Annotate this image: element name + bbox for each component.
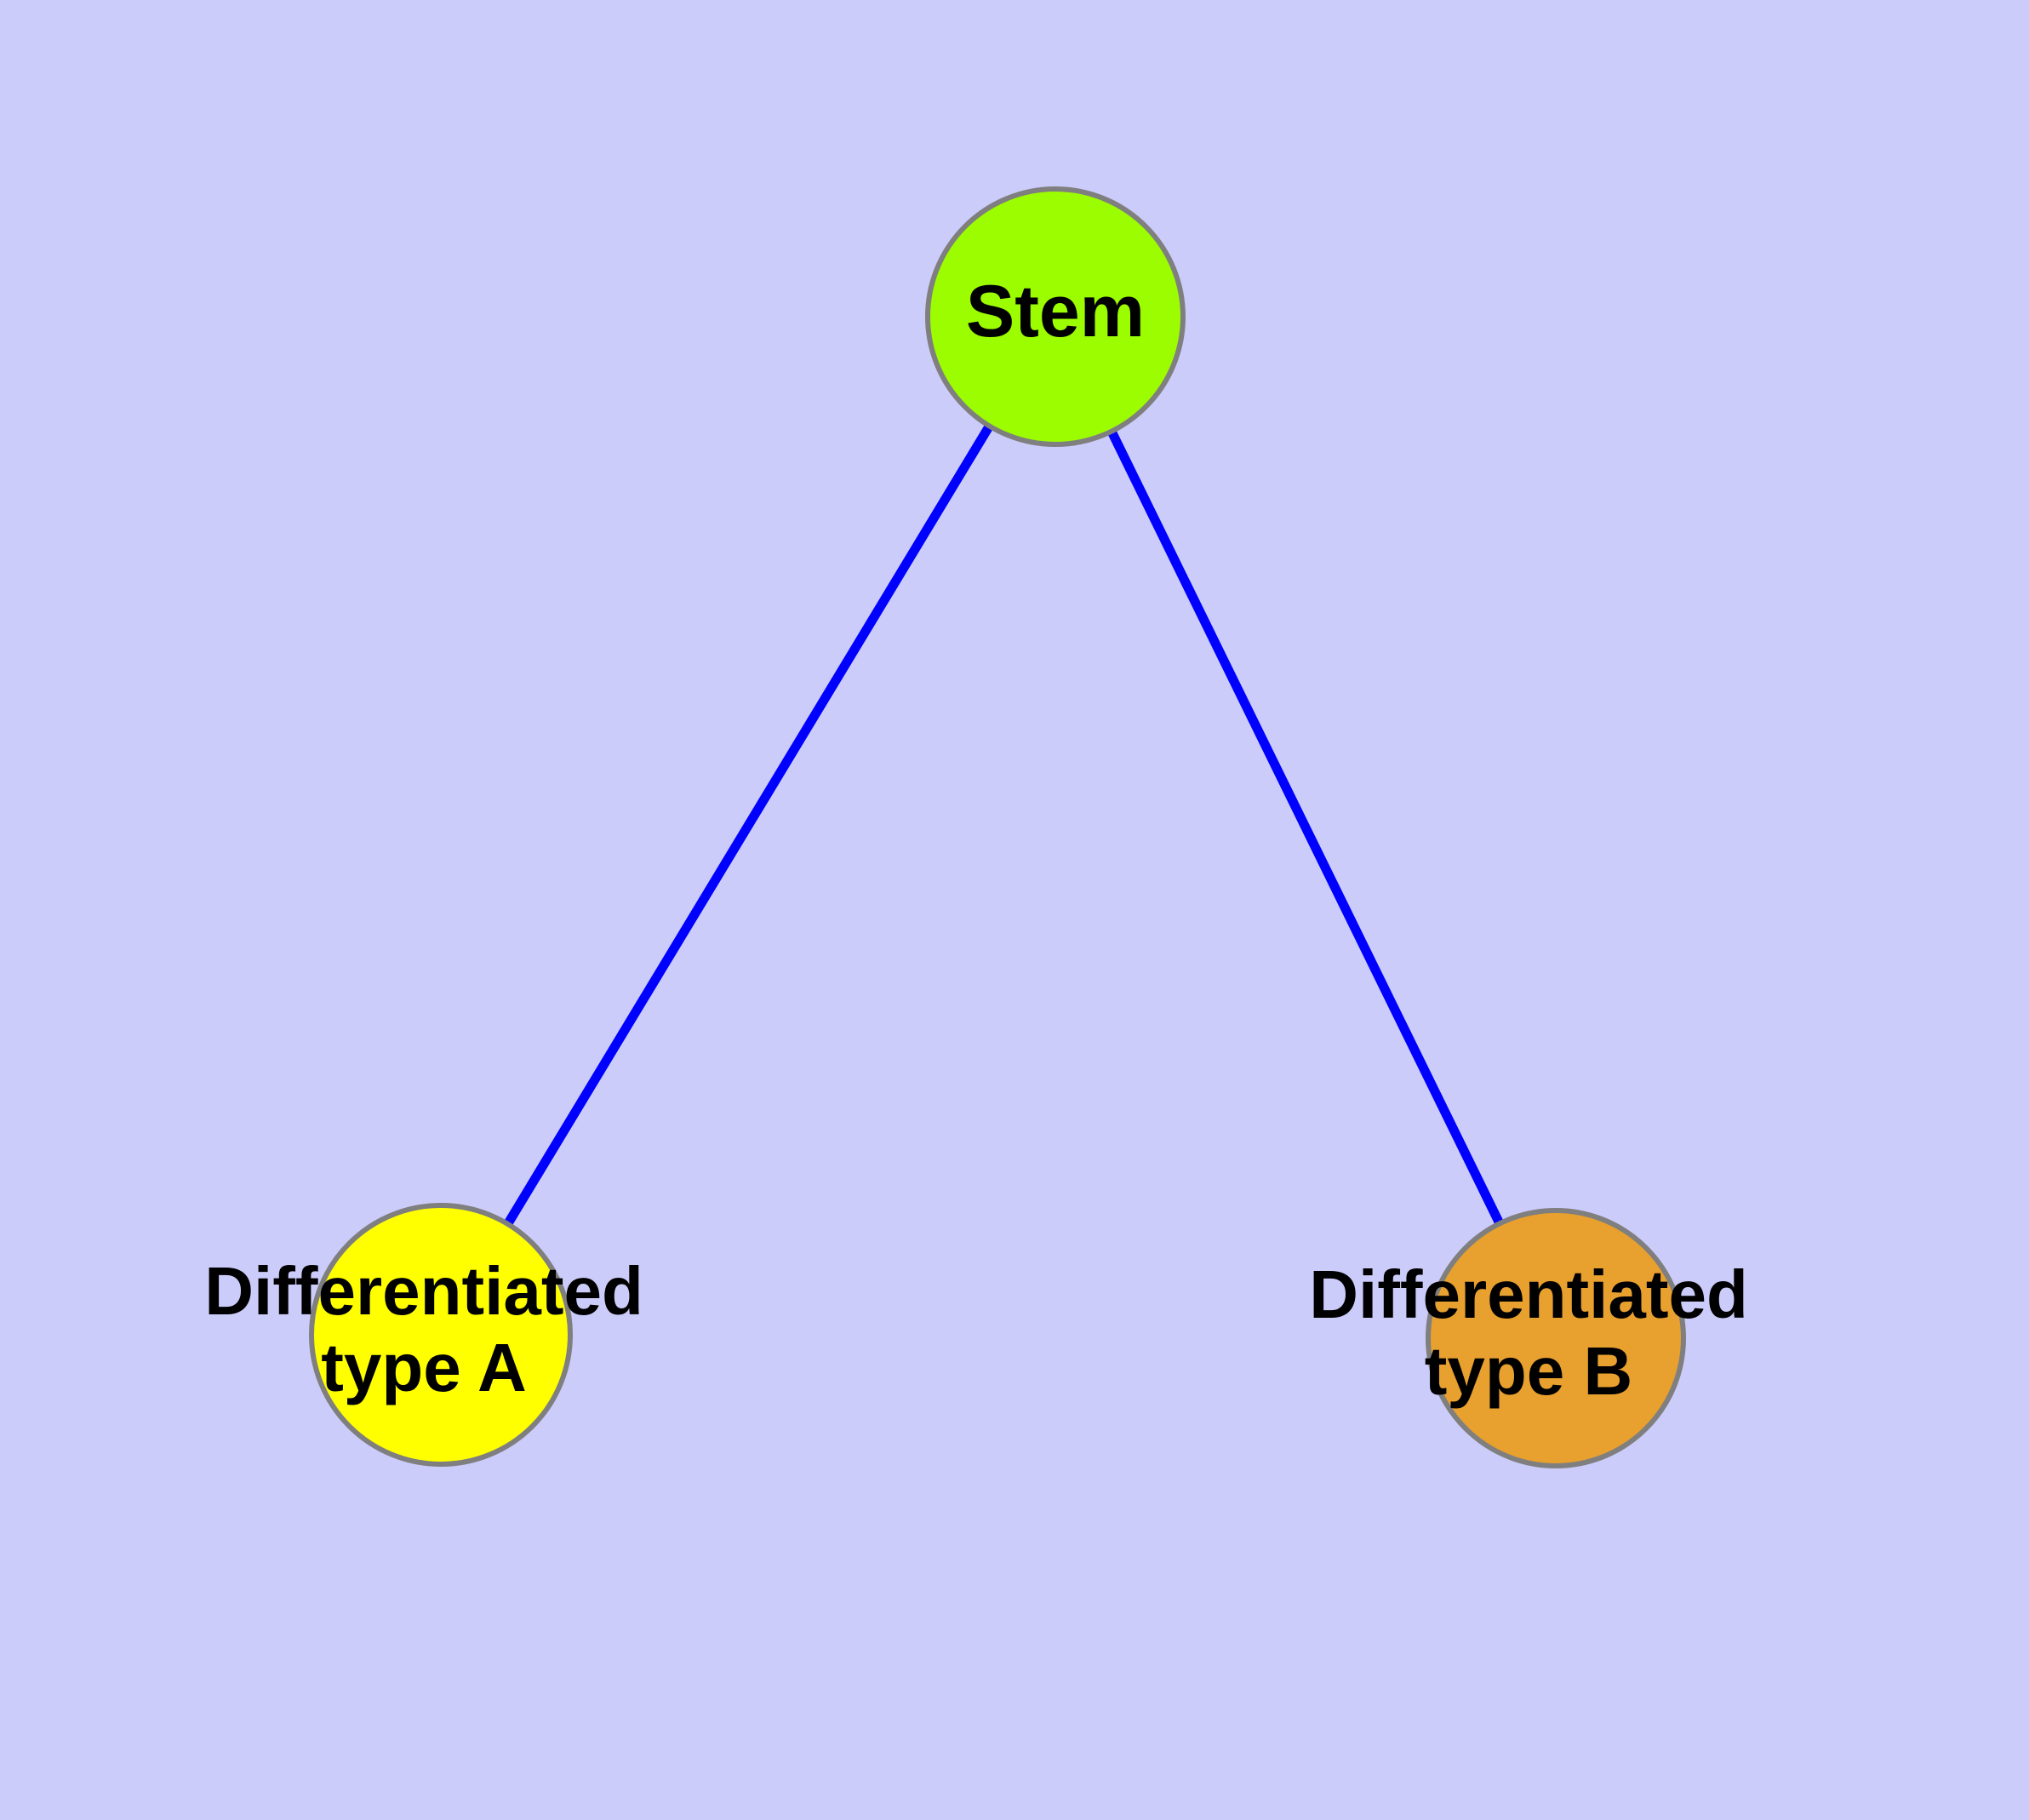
node-circle-diff_a[interactable] bbox=[309, 1203, 573, 1467]
node-label-line: Differentiated bbox=[204, 1253, 643, 1329]
graph-node-diff_a[interactable] bbox=[309, 1203, 573, 1467]
node-label-line: type B bbox=[1425, 1333, 1633, 1409]
node-circle-diff_b[interactable] bbox=[1426, 1208, 1686, 1468]
graph-edge-stem-diff_a[interactable] bbox=[504, 424, 993, 1226]
node-circle-stem[interactable] bbox=[925, 186, 1186, 447]
node-label-line: type A bbox=[321, 1330, 527, 1405]
node-label-stem: Stem bbox=[966, 271, 1145, 352]
graph-edge-stem-diff_b[interactable] bbox=[1107, 430, 1504, 1225]
edges-layer bbox=[504, 424, 1504, 1226]
node-label-line: Differentiated bbox=[1309, 1256, 1748, 1332]
node-label-line: Stem bbox=[966, 271, 1145, 352]
graph-node-stem[interactable] bbox=[925, 186, 1186, 447]
graph-node-diff_b[interactable] bbox=[1426, 1208, 1686, 1468]
